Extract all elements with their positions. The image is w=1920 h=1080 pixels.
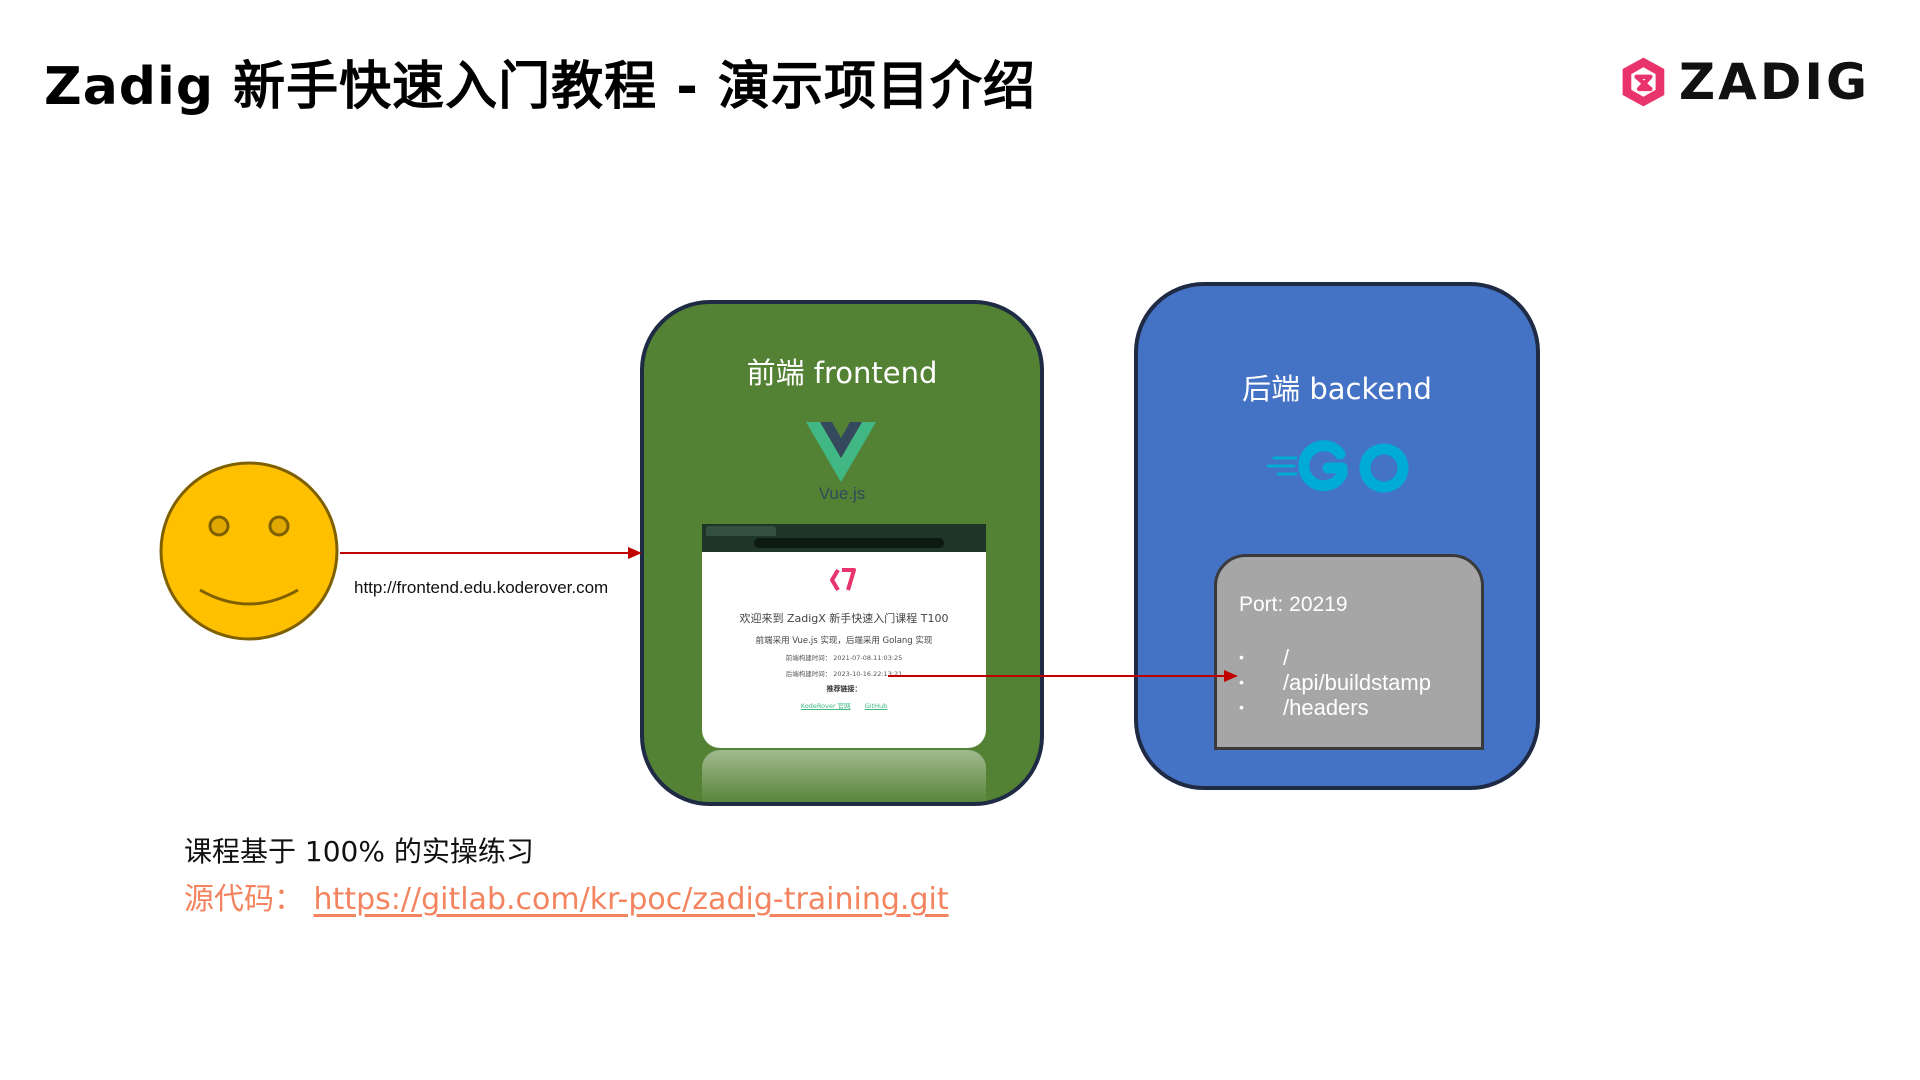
browser-address-bar bbox=[754, 538, 944, 548]
endpoint-root: / bbox=[1239, 645, 1431, 670]
zadig-logo: ZADIG bbox=[1620, 52, 1870, 112]
browser-page: 欢迎来到 ZadigX 新手快速入门课程 T100 前端采用 Vue.js 实现… bbox=[702, 552, 986, 710]
zadig-logo-icon bbox=[1620, 52, 1667, 112]
source-prefix: 源代码： bbox=[184, 882, 304, 917]
endpoint-list: / /api/buildstamp /headers bbox=[1239, 645, 1431, 720]
frontend-box: 前端 frontend Vue.js 欢迎来到 ZadigX 新手快速入门课程 … bbox=[640, 300, 1044, 806]
browser-tab bbox=[706, 526, 776, 536]
links-heading: 推荐链接： bbox=[702, 684, 986, 694]
practice-note: 课程基于 100% 的实操练习 bbox=[184, 830, 534, 870]
source-code-line: 源代码： https://gitlab.com/kr-poc/zadig-tra… bbox=[184, 874, 949, 918]
port-label: Port: 20219 bbox=[1239, 593, 1348, 617]
logo-text: ZADIG bbox=[1679, 53, 1870, 111]
backend-build-time: 后端构建时间： 2023-10-16.22:13:21 bbox=[702, 668, 986, 678]
frontend-build-time: 前端构建时间： 2021-07-08.11:03:25 bbox=[702, 652, 986, 662]
vue-label: Vue.js bbox=[644, 484, 1040, 504]
links-row: KodeRover 官网 GitHub bbox=[702, 700, 986, 710]
endpoint-buildstamp: /api/buildstamp bbox=[1239, 670, 1431, 695]
user-to-frontend-arrow bbox=[340, 547, 642, 559]
github-link[interactable]: GitHub bbox=[865, 702, 888, 710]
endpoint-headers: /headers bbox=[1239, 695, 1431, 720]
backend-label: 后端 backend bbox=[1138, 366, 1536, 408]
frontend-label: 前端 frontend bbox=[644, 350, 1040, 392]
vue-logo-icon bbox=[806, 422, 876, 482]
page-heading: 欢迎来到 ZadigX 新手快速入门课程 T100 bbox=[702, 610, 986, 626]
slide-title: Zadig 新手快速入门教程 - 演示项目介绍 bbox=[44, 44, 1036, 119]
browser-screenshot: 欢迎来到 ZadigX 新手快速入门课程 T100 前端采用 Vue.js 实现… bbox=[702, 524, 986, 748]
golang-go-icon bbox=[1266, 438, 1416, 498]
browser-toolbar bbox=[702, 524, 986, 552]
backend-box: 后端 backend Port: 20219 / /api/buildstamp… bbox=[1134, 282, 1540, 790]
frontend-url-label: http://frontend.edu.koderover.com bbox=[354, 578, 608, 598]
smiley-face-icon bbox=[158, 460, 340, 642]
backend-port-box: Port: 20219 / /api/buildstamp /headers bbox=[1214, 554, 1484, 750]
koderover-logo-icon bbox=[828, 566, 860, 594]
koderover-link[interactable]: KodeRover 官网 bbox=[801, 702, 851, 710]
page-subheading: 前端采用 Vue.js 实现，后端采用 Golang 实现 bbox=[702, 634, 986, 646]
browser-reflection bbox=[702, 750, 986, 806]
source-code-link[interactable]: https://gitlab.com/kr-poc/zadig-training… bbox=[314, 882, 949, 917]
